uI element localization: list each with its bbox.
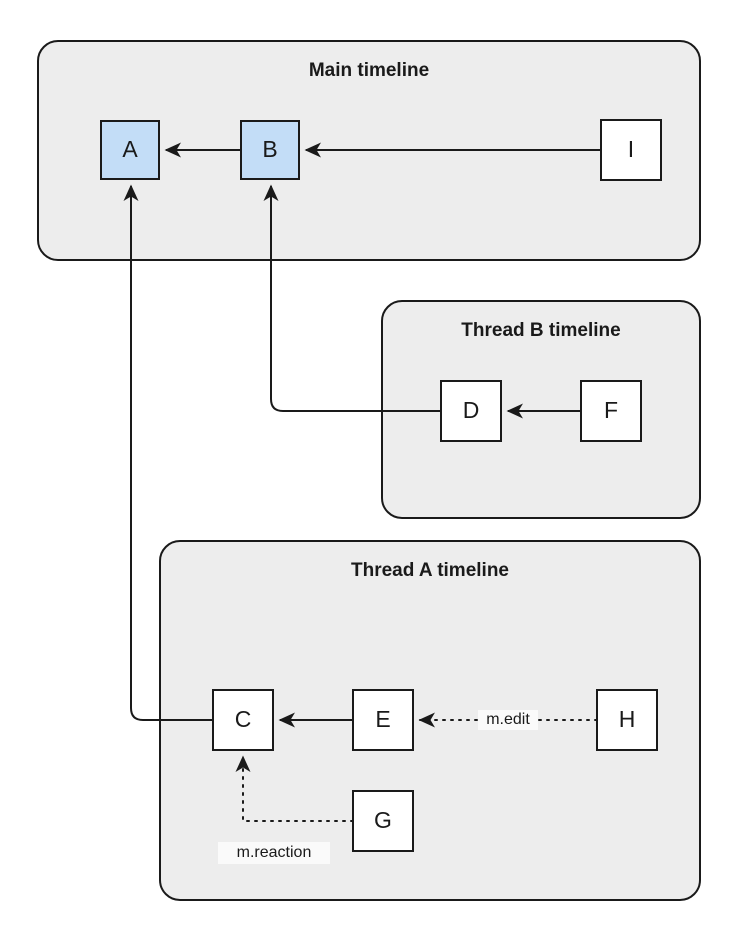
node-label: A [122,136,138,162]
node-label: E [375,706,390,732]
container-title: Main timeline [309,60,429,81]
event-node-c[interactable]: C [212,689,274,751]
event-node-a[interactable]: A [100,120,160,180]
node-box[interactable] [596,689,658,751]
timeline-container-thread-b: Thread B timeline [381,300,701,519]
node-box[interactable] [212,689,274,751]
node-label: F [604,397,618,423]
edge-label-g-to-c: m.reaction [218,842,330,864]
node-label: G [374,807,392,833]
edge-label-background [478,710,538,730]
node-box[interactable] [440,380,502,442]
container-title: Thread A timeline [351,560,509,581]
edge-d-to-b [263,184,441,412]
event-node-i[interactable]: I [600,119,662,181]
event-node-b[interactable]: B [240,120,300,180]
node-label: H [619,706,636,732]
node-box[interactable] [352,790,414,852]
node-label: C [235,706,252,732]
event-node-d[interactable]: D [440,380,502,442]
edge-labels: m.edit m.reaction [218,710,538,864]
edge-label-background [218,842,330,864]
container-title: Thread B timeline [461,320,620,341]
node-label: D [463,397,480,423]
node-box[interactable] [240,120,300,180]
node-box[interactable] [580,380,642,442]
edge-c-to-a [123,184,213,721]
edge-label-text: m.reaction [237,844,312,861]
node-box[interactable] [600,119,662,181]
node-label: I [628,136,634,162]
node-label: B [262,136,277,162]
node-box[interactable] [100,120,160,180]
event-nodes: A B I D F C E H G [100,119,662,852]
edge-g-to-c [235,755,354,822]
container-shape [381,300,701,519]
event-node-f[interactable]: F [580,380,642,442]
event-node-e[interactable]: E [352,689,414,751]
event-node-h[interactable]: H [596,689,658,751]
edge-label-h-to-e: m.edit [478,710,538,730]
node-box[interactable] [352,689,414,751]
event-node-g[interactable]: G [352,790,414,852]
edge-label-text: m.edit [486,711,530,728]
